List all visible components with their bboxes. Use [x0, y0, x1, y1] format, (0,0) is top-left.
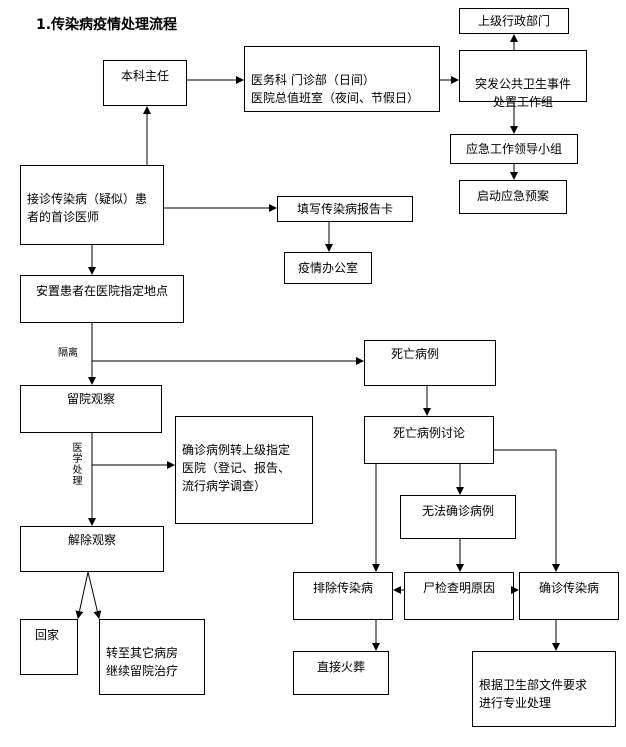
node-unconfirmed-case: 无法确诊病例	[400, 495, 516, 539]
node-emergency-leadership: 应急工作领导小组	[450, 134, 578, 164]
node-start-emergency-plan-label: 启动应急预案	[476, 189, 549, 203]
node-release-observation-label: 解除观察	[67, 533, 116, 547]
node-release-observation: 解除观察	[20, 526, 164, 572]
node-death-discussion-label: 死亡病例讨论	[393, 426, 466, 440]
node-unconfirmed-case-label: 无法确诊病例	[421, 504, 494, 518]
edge-release-to-home	[75, 571, 89, 619]
node-superior-admin-label: 上级行政部门	[477, 14, 550, 28]
edge-discussion-to-confirm	[494, 449, 560, 572]
node-professional-handling: 根据卫生部文件要求 进行专业处理	[472, 651, 616, 727]
node-dept-head: 本科主任	[103, 60, 187, 106]
node-death-discussion: 死亡病例讨论	[364, 416, 494, 464]
node-direct-cremation: 直接火葬	[293, 651, 389, 695]
edge-release-to-ward	[87, 571, 102, 619]
edge-label-isolation: 隔离	[58, 348, 78, 359]
node-place-patient-label: 安置患者在医院指定地点	[35, 284, 168, 298]
node-professional-handling-label: 根据卫生部文件要求 进行专业处理	[479, 678, 588, 710]
node-public-health-group: 突发公共卫生事件 处置工作组	[459, 50, 587, 109]
node-epidemic-office-label: 疫情办公室	[297, 261, 358, 275]
page-title: 1.传染病疫情处理流程	[36, 17, 178, 33]
node-fill-report-card-label: 填写传染病报告卡	[296, 202, 393, 216]
node-exclude-infectious: 排除传染病	[293, 572, 393, 620]
node-first-doctor-label: 接诊传染病（疑似）患 者的首诊医师	[27, 192, 148, 224]
node-superior-admin: 上级行政部门	[459, 8, 569, 34]
node-autopsy-label: 尸检查明原因	[422, 581, 495, 595]
node-hospital-observation: 留院观察	[20, 385, 162, 433]
node-death-case: 死亡病例	[364, 340, 496, 386]
node-go-home: 回家	[20, 619, 78, 675]
node-transfer-ward-label: 转至其它病房 继续留院治疗	[106, 646, 179, 678]
node-medical-dept-label: 医务科 门诊部（日间） 医院总值班室（夜间、节假日）	[251, 73, 420, 105]
node-confirm-infectious-label: 确诊传染病	[538, 581, 599, 595]
node-dept-head-label: 本科主任	[120, 69, 169, 83]
node-start-emergency-plan: 启动应急预案	[459, 180, 567, 214]
node-medical-dept: 医务科 门诊部（日间） 医院总值班室（夜间、节假日）	[244, 46, 440, 112]
node-epidemic-office: 疫情办公室	[284, 252, 372, 284]
node-confirm-infectious: 确诊传染病	[519, 572, 619, 620]
node-transfer-ward: 转至其它病房 继续留院治疗	[99, 619, 205, 695]
node-public-health-group-label: 突发公共卫生事件 处置工作组	[474, 77, 571, 109]
node-direct-cremation-label: 直接火葬	[316, 660, 365, 674]
node-place-patient: 安置患者在医院指定地点	[20, 275, 184, 323]
node-go-home-label: 回家	[35, 628, 60, 642]
node-hospital-observation-label: 留院观察	[66, 392, 115, 406]
node-first-doctor: 接诊传染病（疑似）患 者的首诊医师	[20, 165, 164, 245]
node-death-case-label: 死亡病例	[391, 347, 440, 361]
node-transfer-confirmed-label: 确诊病例转上级指定 医院（登记、报告、 流行病学调查）	[182, 443, 291, 493]
node-emergency-leadership-label: 应急工作领导小组	[465, 142, 562, 156]
node-fill-report-card: 填写传染病报告卡	[277, 196, 413, 222]
node-autopsy: 尸检查明原因	[404, 572, 514, 620]
node-transfer-confirmed: 确诊病例转上级指定 医院（登记、报告、 流行病学调查）	[175, 416, 313, 524]
node-exclude-infectious-label: 排除传染病	[312, 581, 373, 595]
edge-label-medical-treatment: 医 学 处 理	[72, 443, 83, 487]
